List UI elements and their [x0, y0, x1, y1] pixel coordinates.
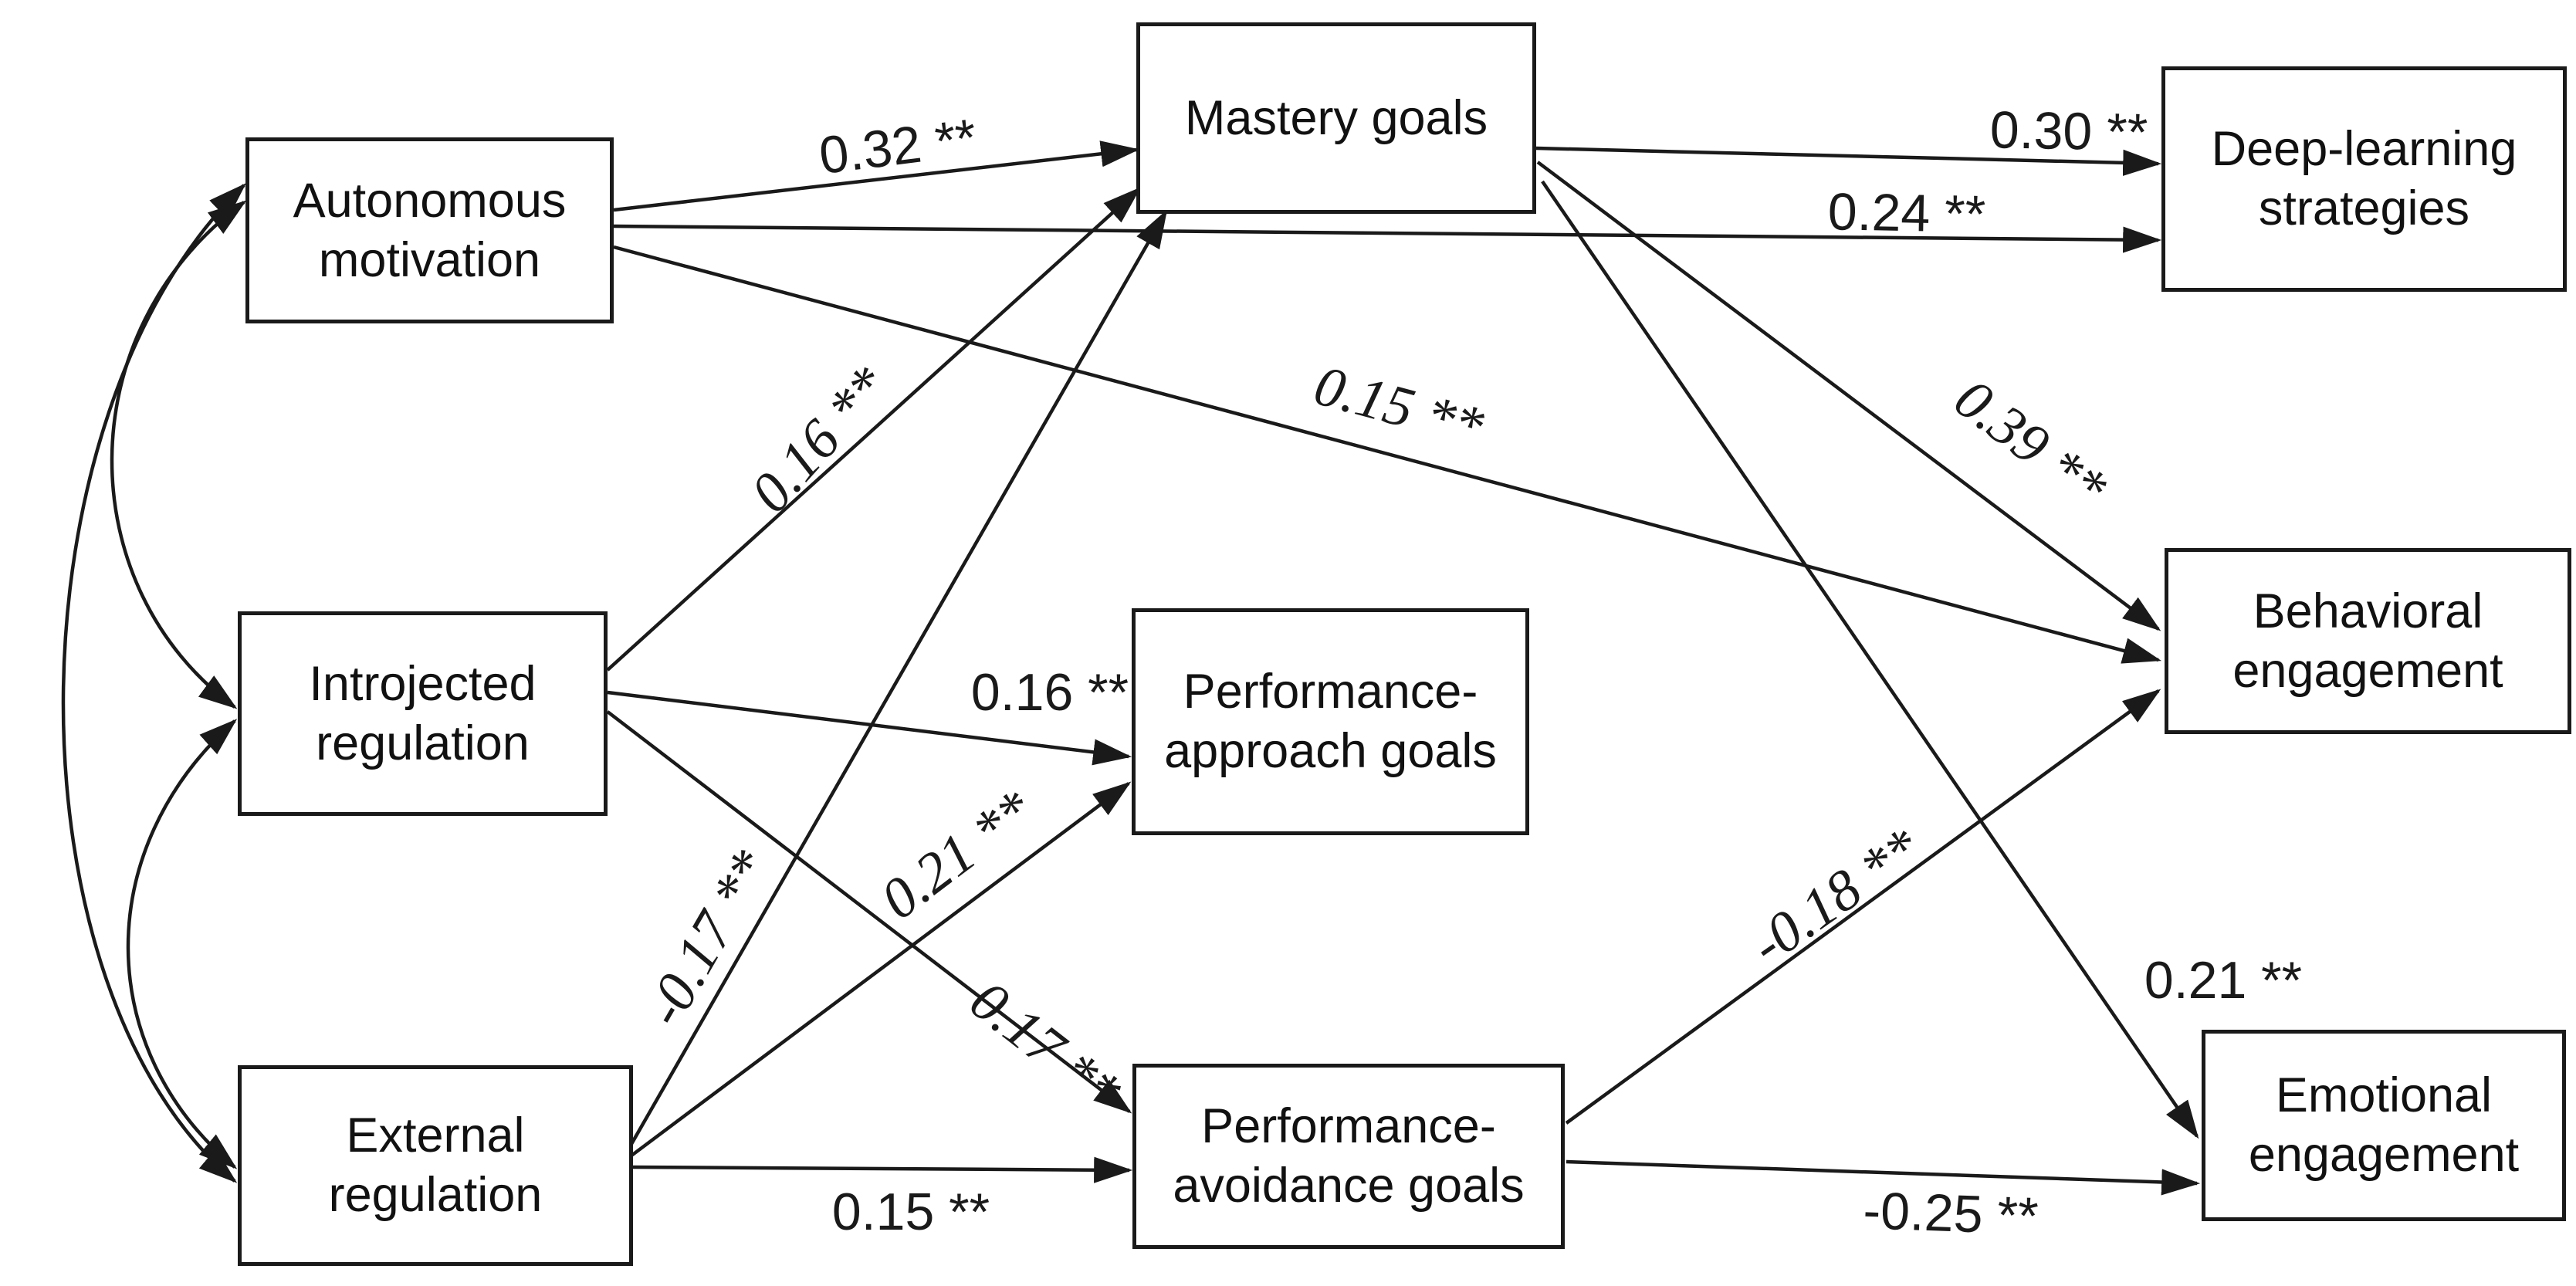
path-arrow-introjected-regulation-to-performance-avoidance-goals — [606, 710, 1132, 1114]
node-autonomous-motivation: Autonomous motivation — [245, 137, 614, 323]
node-emotional-engagement: Emotional engagement — [2202, 1030, 2566, 1221]
coefficient-label-external-regulation-to-performance-avoidance-goals: 0.15 ** — [831, 1183, 990, 1241]
coefficient-label-performance-avoidance-goals-to-emotional-engagement: -0.25 ** — [1862, 1181, 2039, 1246]
node-performance-approach-goals: Performance- approach goals — [1132, 608, 1529, 835]
path-arrow-external-regulation-to-performance-approach-goals — [630, 781, 1132, 1157]
path-arrow-external-regulation-to-performance-avoidance-goals — [632, 1156, 1133, 1183]
node-performance-avoidance-goals: Performance- avoidance goals — [1132, 1064, 1565, 1249]
path-arrow-external-regulation-to-mastery-goals — [630, 209, 1168, 1146]
node-introjected-regulation: Introjected regulation — [238, 611, 608, 816]
covariance-arc-autonomous-motivation-external-regulation — [61, 183, 246, 1183]
node-behavioral-engagement: Behavioral engagement — [2165, 548, 2571, 734]
coefficient-label-mastery-goals-to-deep-learning-strategies: 0.30 ** — [1989, 100, 2148, 162]
path-arrow-autonomous-motivation-to-mastery-goals — [613, 140, 1140, 212]
path-arrow-performance-avoidance-goals-to-behavioral-engagement — [1565, 689, 2161, 1125]
path-arrow-performance-avoidance-goals-to-emotional-engagement — [1566, 1159, 2201, 1196]
path-arrow-introjected-regulation-to-performance-approach-goals — [607, 690, 1132, 766]
node-external-regulation: External regulation — [238, 1065, 633, 1266]
coefficient-label-autonomous-motivation-to-deep-learning-strategies: 0.24 ** — [1827, 182, 1986, 244]
node-mastery-goals: Mastery goals — [1136, 22, 1536, 214]
coefficient-label-mastery-goals-to-emotional-engagement: 0.21 ** — [2144, 951, 2303, 1010]
path-arrow-mastery-goals-to-emotional-engagement — [1541, 180, 2199, 1139]
path-arrow-mastery-goals-to-behavioral-engagement — [1536, 161, 2161, 631]
path-arrow-mastery-goals-to-deep-learning-strategies — [1535, 146, 2162, 176]
coefficient-label-introjected-regulation-to-performance-approach-goals: 0.16 ** — [970, 663, 1129, 722]
path-arrow-introjected-regulation-to-mastery-goals — [606, 187, 1142, 672]
covariance-arc-autonomous-motivation-introjected-regulation — [110, 200, 247, 709]
covariance-arc-introjected-regulation-external-regulation — [126, 719, 238, 1169]
path-arrow-autonomous-motivation-to-behavioral-engagement — [613, 245, 2162, 664]
path-arrow-autonomous-motivation-to-deep-learning-strategies — [613, 224, 2162, 253]
node-deep-learning-strategies: Deep-learning strategies — [2161, 66, 2567, 292]
